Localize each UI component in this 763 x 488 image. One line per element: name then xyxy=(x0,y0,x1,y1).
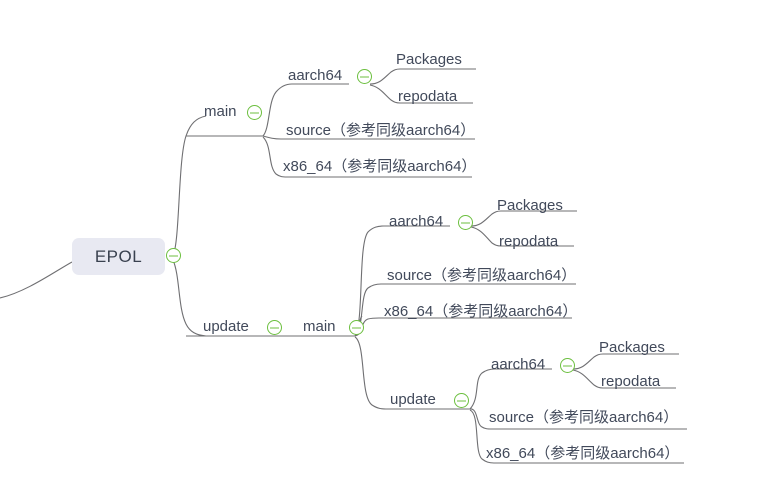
node-label-main-repodata[interactable]: repodata xyxy=(398,88,458,105)
wire-root-to-update xyxy=(172,259,207,337)
wire-updaarch64-to-packages xyxy=(470,210,502,227)
wire-aarch64-to-packages xyxy=(369,68,401,85)
node-label-update-top[interactable]: update xyxy=(203,318,249,335)
wire-main-to-aarch64 xyxy=(262,83,293,137)
wire-updupdaarch64-to-packages xyxy=(572,353,604,370)
wire-parent-to-root xyxy=(0,261,73,299)
wire-updupdaarch64-to-repodata xyxy=(572,369,604,389)
wire-main-to-source xyxy=(262,135,282,140)
collapse-minus-icon-upd-main-aarch64[interactable] xyxy=(458,215,473,230)
collapse-minus-icon-upd-main[interactable] xyxy=(349,320,364,335)
wire-updupd-to-x8664 xyxy=(469,409,495,464)
wire-updupd-to-aarch64 xyxy=(469,368,496,410)
node-label-upd-upd-repodata[interactable]: repodata xyxy=(601,373,661,390)
node-label-upd-upd-packages[interactable]: Packages xyxy=(599,339,665,356)
root-node-epol[interactable]: EPOL xyxy=(72,238,165,275)
node-label-main-packages[interactable]: Packages xyxy=(396,51,462,68)
wire-updupd-to-source xyxy=(469,408,493,430)
node-label-upd-main-repodata[interactable]: repodata xyxy=(499,233,559,250)
node-label-main-source[interactable]: source（参考同级aarch64） xyxy=(286,122,476,139)
node-label-upd-upd-aarch64[interactable]: aarch64 xyxy=(491,356,546,373)
wire-updmain-to-update xyxy=(354,336,389,410)
node-label-upd-main-aarch64[interactable]: aarch64 xyxy=(389,213,444,230)
wire-updaarch64-to-repodata xyxy=(470,226,502,247)
collapse-minus-icon-update-top[interactable] xyxy=(267,320,282,335)
wire-root-to-main xyxy=(172,115,207,257)
node-label-upd-upd-source[interactable]: source（参考同级aarch64） xyxy=(489,409,679,426)
node-label-upd-main[interactable]: main xyxy=(303,318,336,335)
node-label-upd-upd-x8664[interactable]: x86_64（参考同级aarch64） xyxy=(486,445,680,462)
collapse-minus-icon-main-top[interactable] xyxy=(247,105,262,120)
node-label-upd-main-packages[interactable]: Packages xyxy=(497,197,563,214)
collapse-minus-icon-root[interactable] xyxy=(166,248,181,263)
node-label-upd-main-x8664[interactable]: x86_64（参考同级aarch64） xyxy=(384,303,578,320)
collapse-minus-icon-upd-upd-aarch64[interactable] xyxy=(560,358,575,373)
node-label-upd-update[interactable]: update xyxy=(390,391,436,408)
wire-updmain-to-aarch64 xyxy=(354,225,385,337)
root-node-label: EPOL xyxy=(94,246,143,266)
node-label-main-top[interactable]: main xyxy=(204,103,237,120)
node-label-main-x8664[interactable]: x86_64（参考同级aarch64） xyxy=(283,158,477,175)
wire-main-to-x8664 xyxy=(262,136,288,178)
wire-aarch64-to-repodata xyxy=(369,84,401,104)
node-label-main-aarch64[interactable]: aarch64 xyxy=(288,67,343,84)
collapse-minus-icon-upd-update[interactable] xyxy=(454,393,469,408)
collapse-minus-icon-main-aarch64[interactable] xyxy=(357,69,372,84)
node-label-upd-main-source[interactable]: source（参考同级aarch64） xyxy=(387,267,577,284)
